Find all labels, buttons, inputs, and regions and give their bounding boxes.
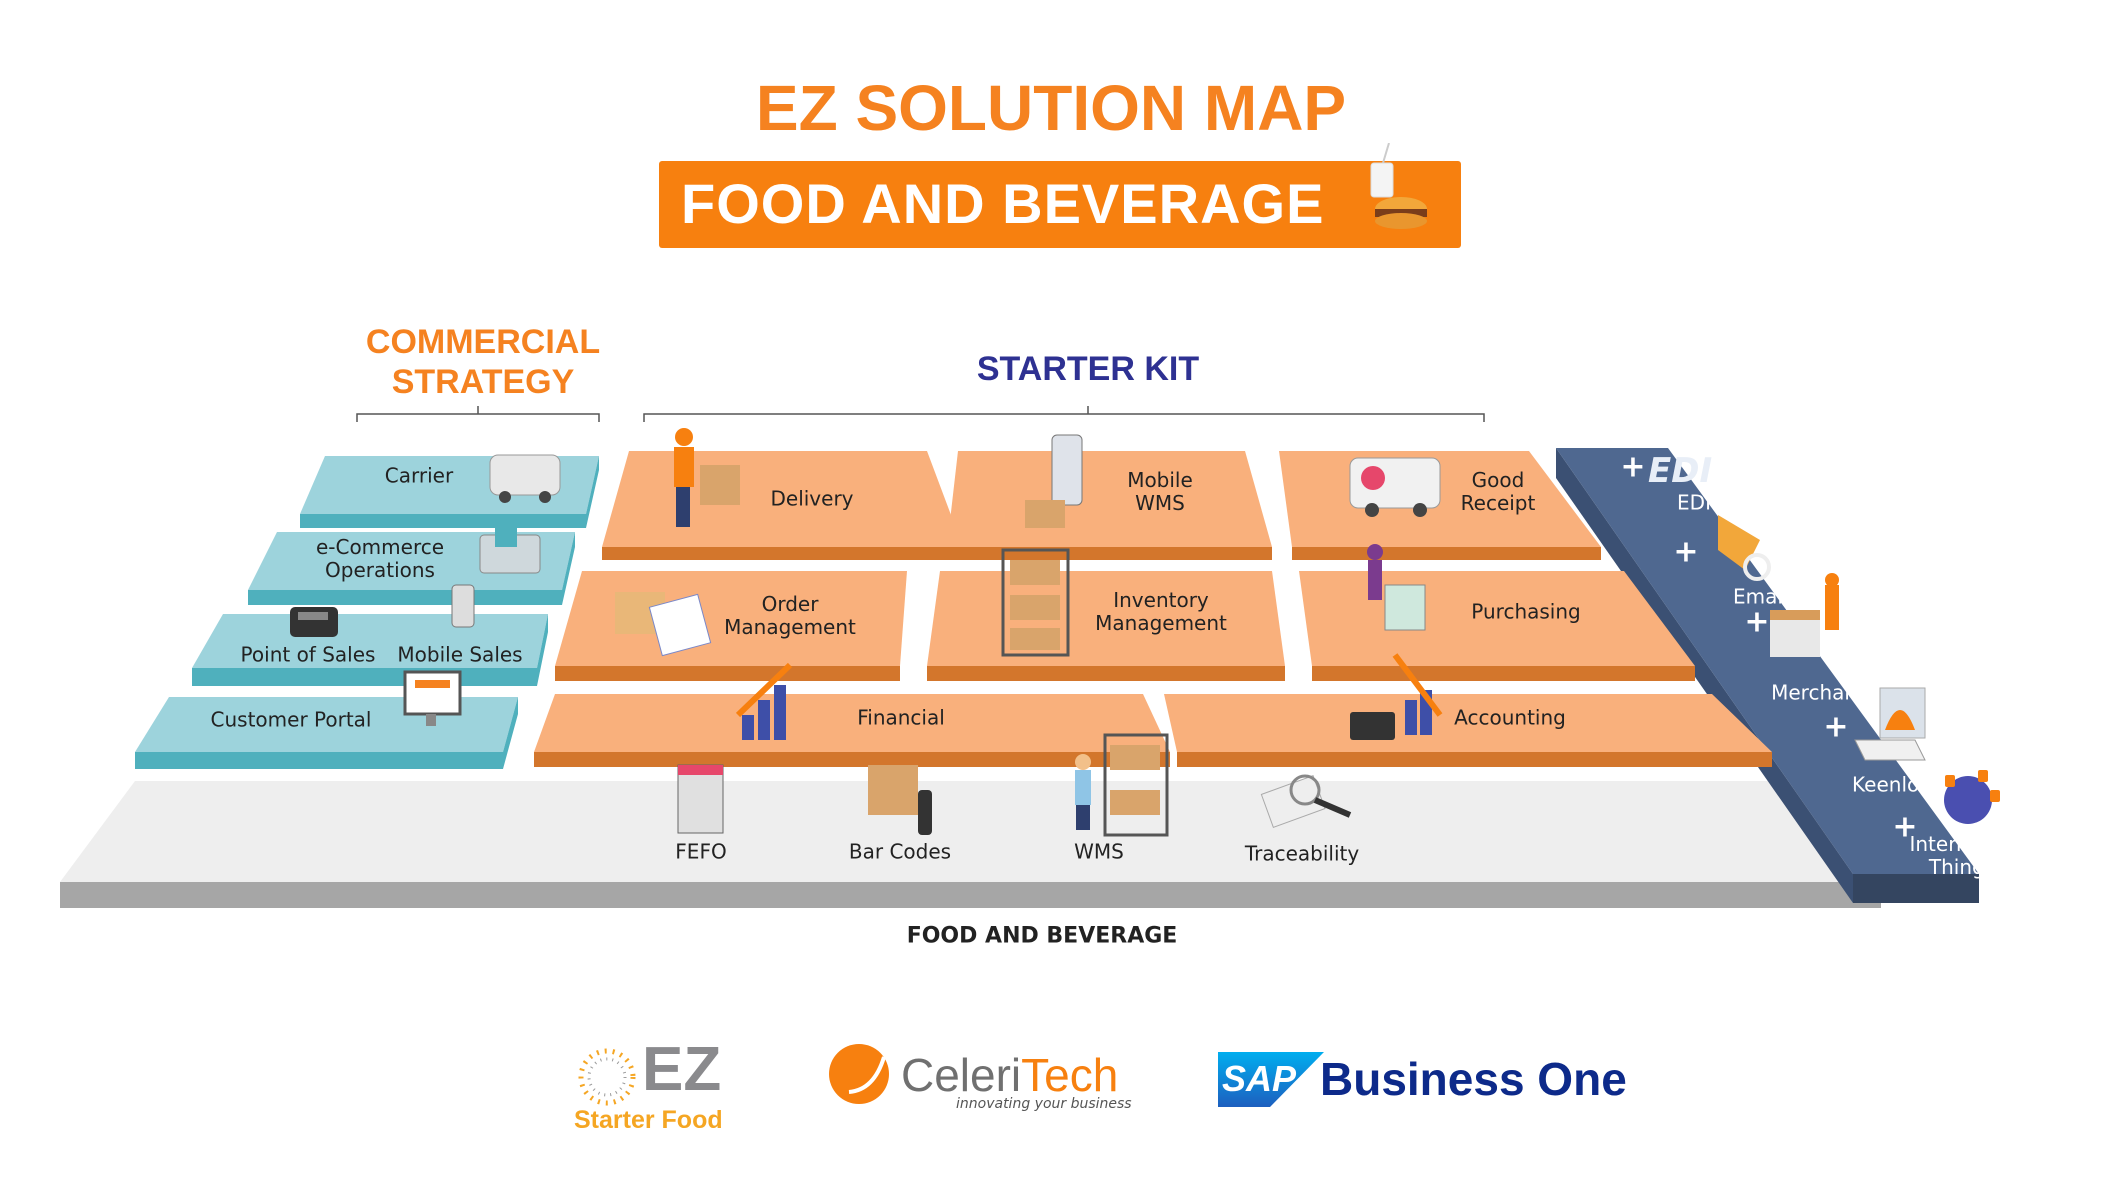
bar-chart-icon — [735, 662, 793, 740]
celeritech-swoosh-icon — [829, 1044, 889, 1104]
base-platform — [60, 781, 1881, 882]
monitor-icon — [403, 670, 462, 726]
base-item-traceability: Traceability — [1244, 841, 1360, 866]
base-item-wms: WMS — [1074, 839, 1124, 864]
addon-merchant: Merchant — [1771, 680, 1865, 705]
commercial-item-ecommerce: e-Commerce Operations — [315, 535, 445, 582]
calculator-chart-icon — [1350, 653, 1443, 740]
ez-starter-food-logo: EZ Starter Food — [572, 1035, 723, 1136]
food-drink-icon — [1370, 143, 1427, 229]
starter-item-purchasing: Purchasing — [1471, 599, 1581, 624]
shopping-cart-icon — [1367, 544, 1426, 631]
commercial-item-mobile-sales: Mobile Sales — [397, 642, 523, 667]
commercial-item-carrier: Carrier — [384, 463, 454, 488]
starter-item-delivery: Delivery — [770, 486, 854, 511]
subtitle-banner: FOOD AND BEVERAGE — [659, 143, 1461, 248]
celeritech-tagline: innovating your business — [956, 1096, 1132, 1112]
addon-emails: Emails — [1733, 584, 1799, 609]
truck-icon — [1349, 457, 1441, 517]
mobile-phone-icon — [451, 584, 475, 628]
starter-item-order-management: Order Management — [724, 592, 856, 639]
plus-icon: + — [1892, 809, 1918, 845]
magnifier-document-icon — [1260, 774, 1352, 828]
plus-icon: + — [1620, 449, 1646, 485]
addon-slab-side — [1556, 448, 1853, 903]
plus-icon: + — [1744, 604, 1770, 640]
addon-keenlog: Keenlog — [1852, 772, 1932, 797]
addon-edi: EDI — [1677, 490, 1711, 515]
subtitle-text: FOOD AND BEVERAGE — [681, 172, 1325, 235]
sap-logo-icon — [1218, 1052, 1324, 1107]
celeritech-text-b: Tech — [1021, 1049, 1119, 1101]
celeritech-logo: CeleriTech innovating your business — [829, 1042, 1132, 1112]
ecommerce-icon — [479, 525, 541, 574]
mobile-wms-icon — [1025, 434, 1083, 528]
calendar-icon — [677, 764, 724, 834]
platform-footer-label: FOOD AND BEVERAGE — [906, 923, 1178, 949]
clipboard-box-icon — [615, 592, 712, 657]
addon-slab-front — [1853, 874, 1979, 903]
base-platform-edge — [60, 882, 1881, 908]
business-one-text: Business One — [1320, 1053, 1627, 1105]
ez-logo-text: EZ — [642, 1035, 722, 1104]
celeritech-text-a: Celeri — [901, 1049, 1022, 1101]
barcode-scanner-icon — [868, 765, 932, 835]
svg-text:EDI: EDI — [1648, 451, 1712, 491]
ez-logo-subtitle: Starter Food — [574, 1106, 723, 1134]
base-item-bar-codes: Bar Codes — [848, 839, 952, 864]
starter-bracket — [643, 406, 1485, 422]
addon-slab — [1556, 448, 1979, 874]
sap-business-one-logo: SAP Business One — [1218, 1052, 1627, 1112]
merchant-counter-icon — [1770, 573, 1839, 657]
plus-icon: + — [1673, 534, 1699, 570]
starter-item-inventory-management: Inventory Management — [1095, 588, 1227, 635]
delivery-person-icon — [674, 428, 740, 527]
base-item-fefo: FEFO — [675, 839, 727, 864]
laptop-analytics-icon — [1854, 687, 1926, 761]
ez-dots-icon — [578, 1048, 636, 1106]
pos-terminal-icon — [290, 607, 338, 637]
plus-icon: + — [1823, 709, 1849, 745]
addon-internet-of-things: Internet of Things — [1909, 832, 2015, 879]
globe-iot-icon — [1944, 770, 2000, 824]
starter-item-mobile-wms: Mobile WMS — [1127, 468, 1193, 515]
page-title: EZ SOLUTION MAP — [755, 72, 1347, 144]
starter-item-good-receipt: Good Receipt — [1460, 468, 1536, 515]
starter-kit-heading: STARTER KIT — [976, 350, 1200, 388]
starter-item-financial: Financial — [857, 705, 945, 730]
warehouse-worker-icon — [1075, 733, 1169, 837]
commercial-bracket — [356, 406, 600, 422]
starter-item-accounting: Accounting — [1454, 705, 1566, 730]
edi-icon: EDI — [1648, 451, 1712, 491]
email-icon — [1718, 515, 1771, 581]
commercial-item-point-of-sales: Point of Sales — [240, 642, 376, 667]
commercial-item-customer-portal: Customer Portal — [210, 707, 372, 732]
shelving-icon — [1001, 548, 1070, 657]
sap-logo-text: SAP — [1222, 1058, 1297, 1099]
commercial-strategy-heading: COMMERCIAL STRATEGY — [365, 323, 601, 401]
van-icon — [489, 454, 561, 503]
